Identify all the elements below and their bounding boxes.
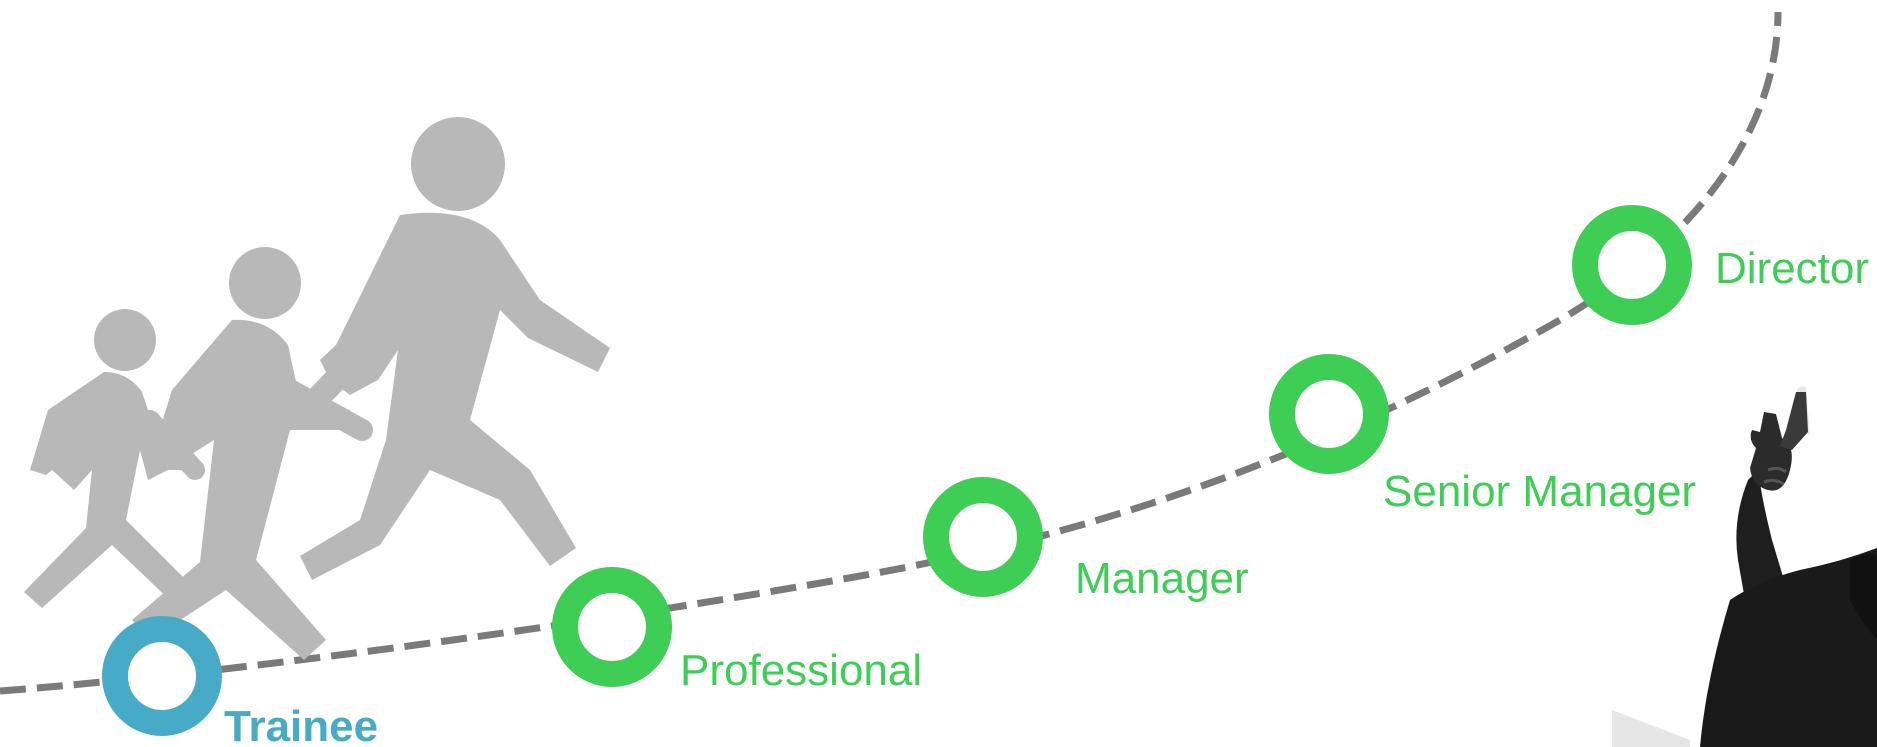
milestone-label-professional: Professional <box>680 646 922 695</box>
person-pointing-up-icon <box>1612 386 1877 747</box>
career-path-line <box>0 11 1782 695</box>
milestone-marker-trainee <box>102 616 222 736</box>
milestone-marker-manager <box>923 477 1043 597</box>
milestone-label-director: Director <box>1715 244 1869 293</box>
milestone-markers <box>102 205 1692 736</box>
milestone-marker-senior-manager <box>1269 354 1389 474</box>
milestone-label-manager: Manager <box>1075 554 1249 603</box>
milestone-marker-professional <box>552 567 672 687</box>
milestone-label-trainee: Trainee <box>224 702 378 747</box>
milestone-marker-director <box>1572 205 1692 325</box>
walking-people-icon <box>24 117 610 660</box>
milestone-label-senior-manager: Senior Manager <box>1383 467 1696 516</box>
